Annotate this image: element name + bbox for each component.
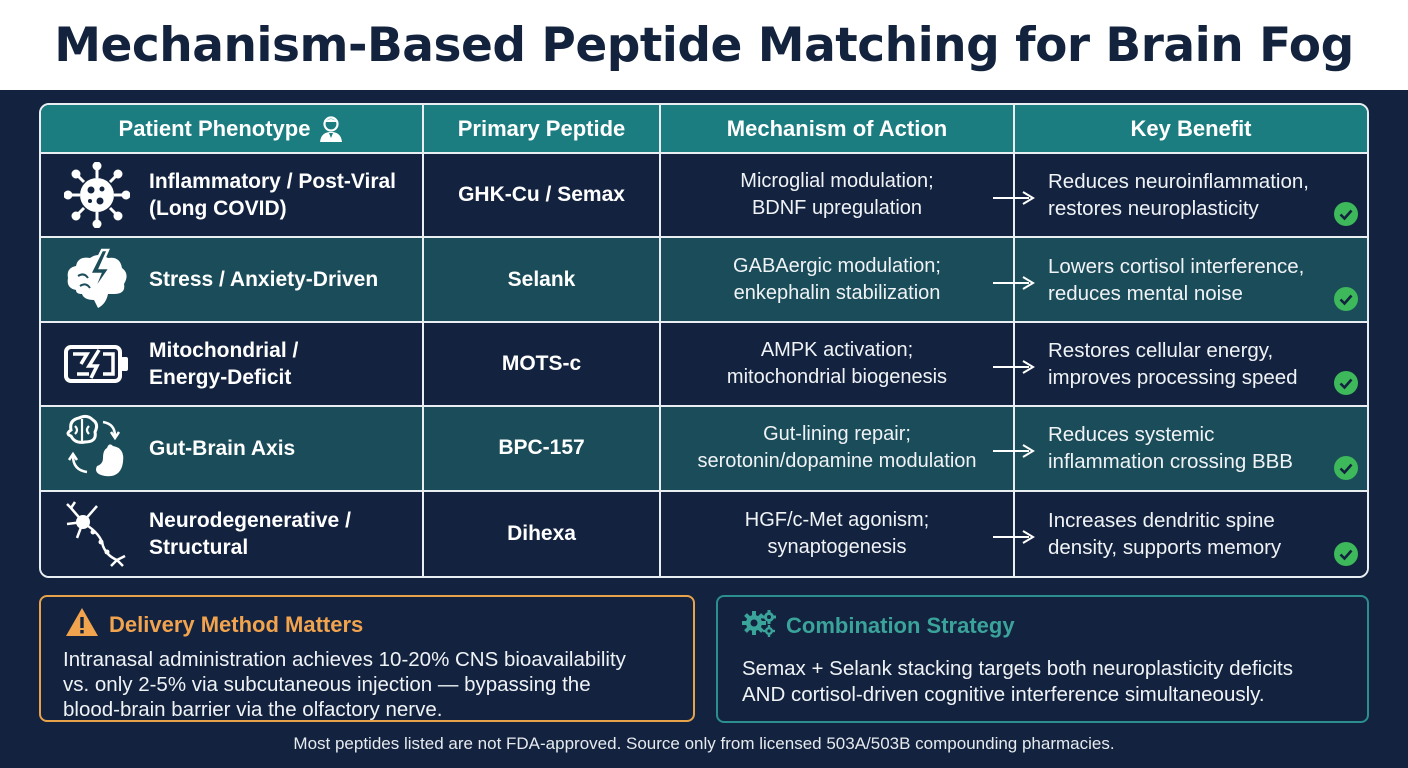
arrow-right-icon	[993, 440, 1035, 459]
table-row-peptide: Dihexa	[424, 491, 661, 576]
person-icon	[318, 115, 344, 143]
mechanism-line: Gut-lining repair;	[763, 423, 911, 446]
gears-icon	[742, 609, 776, 642]
virus-icon	[61, 160, 133, 230]
title-banner: Mechanism-Based Peptide Matching for Bra…	[0, 0, 1408, 90]
battery-icon	[61, 329, 133, 399]
table-row-mechanism: HGF/c-Met agonism; synaptogenesis	[661, 491, 1035, 576]
peptide-name: GHK-Cu / Semax	[458, 183, 625, 207]
header-phenotype-label: Patient Phenotype	[118, 115, 311, 141]
table-row-phenotype: Gut-Brain Axis	[41, 407, 424, 492]
table-row-mechanism: Gut-lining repair; serotonin/dopamine mo…	[661, 407, 1035, 492]
brain-lightning-icon	[61, 245, 133, 315]
check-circle-icon	[1334, 286, 1358, 311]
mechanism-line: BDNF upregulation	[751, 197, 923, 220]
peptide-name: BPC-157	[498, 436, 585, 460]
benefit-line: inflammation crossing BBB	[1048, 450, 1293, 474]
phenotype-line: (Long COVID)	[149, 197, 287, 221]
peptide-name: MOTS-c	[501, 351, 582, 375]
table-row-mechanism: AMPK activation; mitochondrial biogenesi…	[661, 322, 1035, 408]
phenotype-line: Energy-Deficit	[149, 365, 292, 389]
mechanism-line: AMPK activation;	[760, 338, 914, 361]
header-phenotype: Patient Phenotype	[41, 105, 424, 154]
phenotype-line: Neurodegenerative /	[149, 508, 351, 532]
benefit-line: Increases dendritic spine	[1048, 508, 1275, 532]
table-row-peptide: Selank	[424, 238, 661, 323]
mechanism-line: mitochondrial biogenesis	[726, 365, 948, 388]
arrow-right-icon	[993, 187, 1035, 206]
footer-disclaimer: Most peptides listed are not FDA-approve…	[293, 734, 1115, 753]
header-peptide-label: Primary Peptide	[457, 115, 626, 141]
header-peptide: Primary Peptide	[424, 105, 661, 154]
benefit-line: restores neuroplasticity	[1048, 197, 1259, 221]
phenotype-line: Mitochondrial /	[149, 338, 299, 362]
header-benefit-label: Key Benefit	[1130, 115, 1252, 141]
arrow-right-icon	[993, 356, 1035, 374]
phenotype-line: Gut-Brain Axis	[149, 436, 296, 460]
benefit-line: improves processing speed	[1048, 365, 1298, 389]
benefit-line: Restores cellular energy,	[1048, 338, 1274, 362]
combination-text-line: Semax + Selank stacking targets both neu…	[742, 657, 1293, 680]
table-row-mechanism: Microglial modulation; BDNF upregulation	[661, 154, 1035, 239]
page-title: Mechanism-Based Peptide Matching for Bra…	[54, 17, 1354, 73]
mechanism-line: enkephalin stabilization	[733, 281, 941, 304]
phenotype-line: Stress / Anxiety-Driven	[149, 268, 379, 292]
peptide-table: Patient Phenotype Primary Peptide Mechan…	[39, 103, 1369, 578]
arrow-right-icon	[993, 272, 1035, 290]
table-row-phenotype: Inflammatory / Post-Viral (Long COVID)	[41, 154, 424, 239]
table-row-mechanism: GABAergic modulation; enkephalin stabili…	[661, 238, 1035, 323]
mechanism-line: Microglial modulation;	[740, 170, 934, 193]
delivery-title: Delivery Method Matters	[109, 611, 364, 637]
delivery-text-line: blood-brain barrier via the olfactory ne…	[63, 698, 443, 721]
table-row-benefit: Reduces systemic inflammation crossing B…	[1015, 407, 1367, 492]
mechanism-line: synaptogenesis	[767, 535, 907, 558]
mechanism-line: serotonin/dopamine modulation	[697, 450, 977, 473]
table-row-benefit: Increases dendritic spine density, suppo…	[1015, 491, 1367, 576]
benefit-line: reduces mental noise	[1048, 281, 1243, 305]
check-circle-icon	[1334, 455, 1358, 480]
table-row-peptide: BPC-157	[424, 407, 661, 492]
table-row-peptide: GHK-Cu / Semax	[424, 154, 661, 239]
table-row-benefit: Reduces neuroinflammation, restores neur…	[1015, 154, 1367, 239]
header-mechanism: Mechanism of Action	[661, 105, 1015, 154]
phenotype-line: Structural	[149, 535, 249, 559]
table-row-peptide: MOTS-c	[424, 322, 661, 408]
peptide-name: Selank	[507, 267, 576, 291]
table-row-phenotype: Neurodegenerative / Structural	[41, 491, 424, 576]
combination-callout: Combination Strategy Semax + Selank stac…	[716, 595, 1369, 723]
table-row-phenotype: Stress / Anxiety-Driven	[41, 238, 424, 323]
phenotype-line: Inflammatory / Post-Viral	[149, 170, 397, 194]
mechanism-line: GABAergic modulation;	[733, 254, 941, 277]
combination-text-line: AND cortisol-driven cognitive interferen…	[742, 683, 1265, 706]
benefit-line: Reduces systemic	[1048, 423, 1215, 447]
delivery-text-line: vs. only 2-5% via subcutaneous injection…	[63, 673, 591, 696]
table-row-phenotype: Mitochondrial / Energy-Deficit	[41, 322, 424, 408]
warning-icon	[65, 607, 99, 642]
benefit-line: Lowers cortisol interference,	[1048, 254, 1305, 278]
check-circle-icon	[1334, 371, 1358, 396]
check-circle-icon	[1334, 202, 1358, 227]
header-benefit: Key Benefit	[1015, 105, 1367, 154]
delivery-text-line: Intranasal administration achieves 10-20…	[63, 648, 626, 671]
arrow-right-icon	[993, 526, 1035, 544]
peptide-name: Dihexa	[507, 521, 576, 545]
check-circle-icon	[1334, 542, 1358, 566]
combination-title: Combination Strategy	[786, 612, 1015, 638]
neuron-icon	[61, 499, 133, 569]
benefit-line: density, supports memory	[1048, 535, 1282, 559]
mechanism-line: HGF/c-Met agonism;	[744, 508, 930, 531]
table-row-benefit: Restores cellular energy, improves proce…	[1015, 322, 1367, 408]
table-row-benefit: Lowers cortisol interference, reduces me…	[1015, 238, 1367, 323]
delivery-callout: Delivery Method Matters Intranasal admin…	[39, 595, 695, 722]
benefit-line: Reduces neuroinflammation,	[1048, 170, 1309, 194]
header-mechanism-label: Mechanism of Action	[726, 115, 948, 141]
brain-gut-icon	[61, 413, 133, 483]
